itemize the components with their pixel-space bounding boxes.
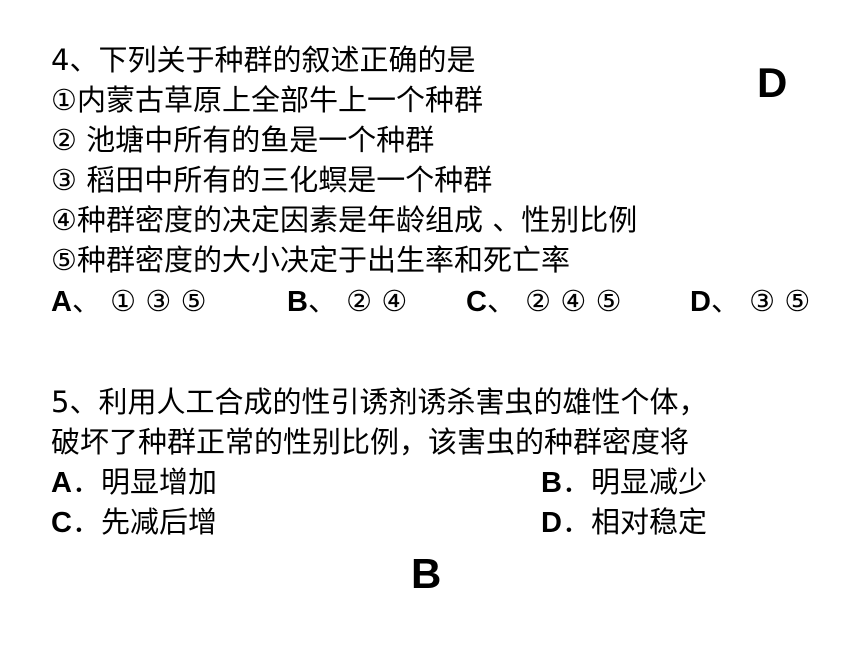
q4-statement-4: ④种群密度的决定因素是年龄组成 、性别比例	[51, 203, 638, 237]
q5-answer: B	[411, 550, 442, 597]
q5-stem-line-1: 5、利用人工合成的性引诱剂诱杀害虫的雄性个体，	[51, 385, 708, 419]
q5-option-b-text: 明显减少	[590, 465, 707, 499]
q4-statement-2: ② 池塘中所有的鱼是一个种群	[51, 123, 435, 157]
q5-option-b: B．明显减少	[541, 464, 707, 501]
q5-option-c-sep: ．	[71, 505, 101, 539]
q5-option-d-sep: ．	[561, 505, 591, 539]
q4-option-d-text: ③ ⑤	[739, 284, 811, 318]
q5-option-c-text: 先减后增	[100, 505, 217, 539]
q4-stem: 4、下列关于种群的叙述正确的是	[51, 43, 476, 77]
q4-option-b-sep: 、	[307, 284, 337, 318]
q5-option-b-letter: B	[541, 467, 562, 499]
q4-option-a-text: ① ③ ⑤	[100, 284, 207, 318]
q4-option-a: A、 ① ③ ⑤	[51, 283, 207, 320]
q4-option-a-letter: A	[51, 286, 72, 318]
q5-option-a-sep: ．	[71, 465, 101, 499]
q5-stem-line-2: 破坏了种群正常的性别比例，该害虫的种群密度将	[51, 425, 690, 459]
q5-option-c-letter: C	[51, 507, 72, 539]
q4-option-d-sep: 、	[710, 284, 740, 318]
q4-statement-3: ③ 稻田中所有的三化螟是一个种群	[51, 163, 493, 197]
q4-option-b-letter: B	[287, 286, 308, 318]
q5-option-b-sep: ．	[561, 465, 591, 499]
q5-option-d-text: 相对稳定	[590, 505, 707, 539]
q4-statement-5: ⑤种群密度的大小决定于出生率和死亡率	[51, 243, 570, 277]
q5-option-a: A．明显增加	[51, 464, 217, 501]
q4-statement-1: ①内蒙古草原上全部牛上一个种群	[51, 83, 483, 117]
q4-option-c: C、 ② ④ ⑤	[466, 283, 622, 320]
q5-option-d: D．相对稳定	[541, 504, 707, 541]
q4-option-b-text: ② ④	[336, 284, 408, 318]
q5-option-a-letter: A	[51, 467, 72, 499]
q4-option-d: D、 ③ ⑤	[690, 283, 810, 320]
q4-option-c-letter: C	[466, 286, 487, 318]
q4-option-b: B、 ② ④	[287, 283, 407, 320]
q5-option-d-letter: D	[541, 507, 562, 539]
q5-option-c: C．先减后增	[51, 504, 217, 541]
q4-option-c-sep: 、	[486, 284, 516, 318]
q5-option-a-text: 明显增加	[100, 465, 217, 499]
q4-answer: D	[757, 59, 788, 106]
q4-option-d-letter: D	[690, 286, 711, 318]
q4-option-a-sep: 、	[71, 284, 101, 318]
q4-option-c-text: ② ④ ⑤	[515, 284, 622, 318]
